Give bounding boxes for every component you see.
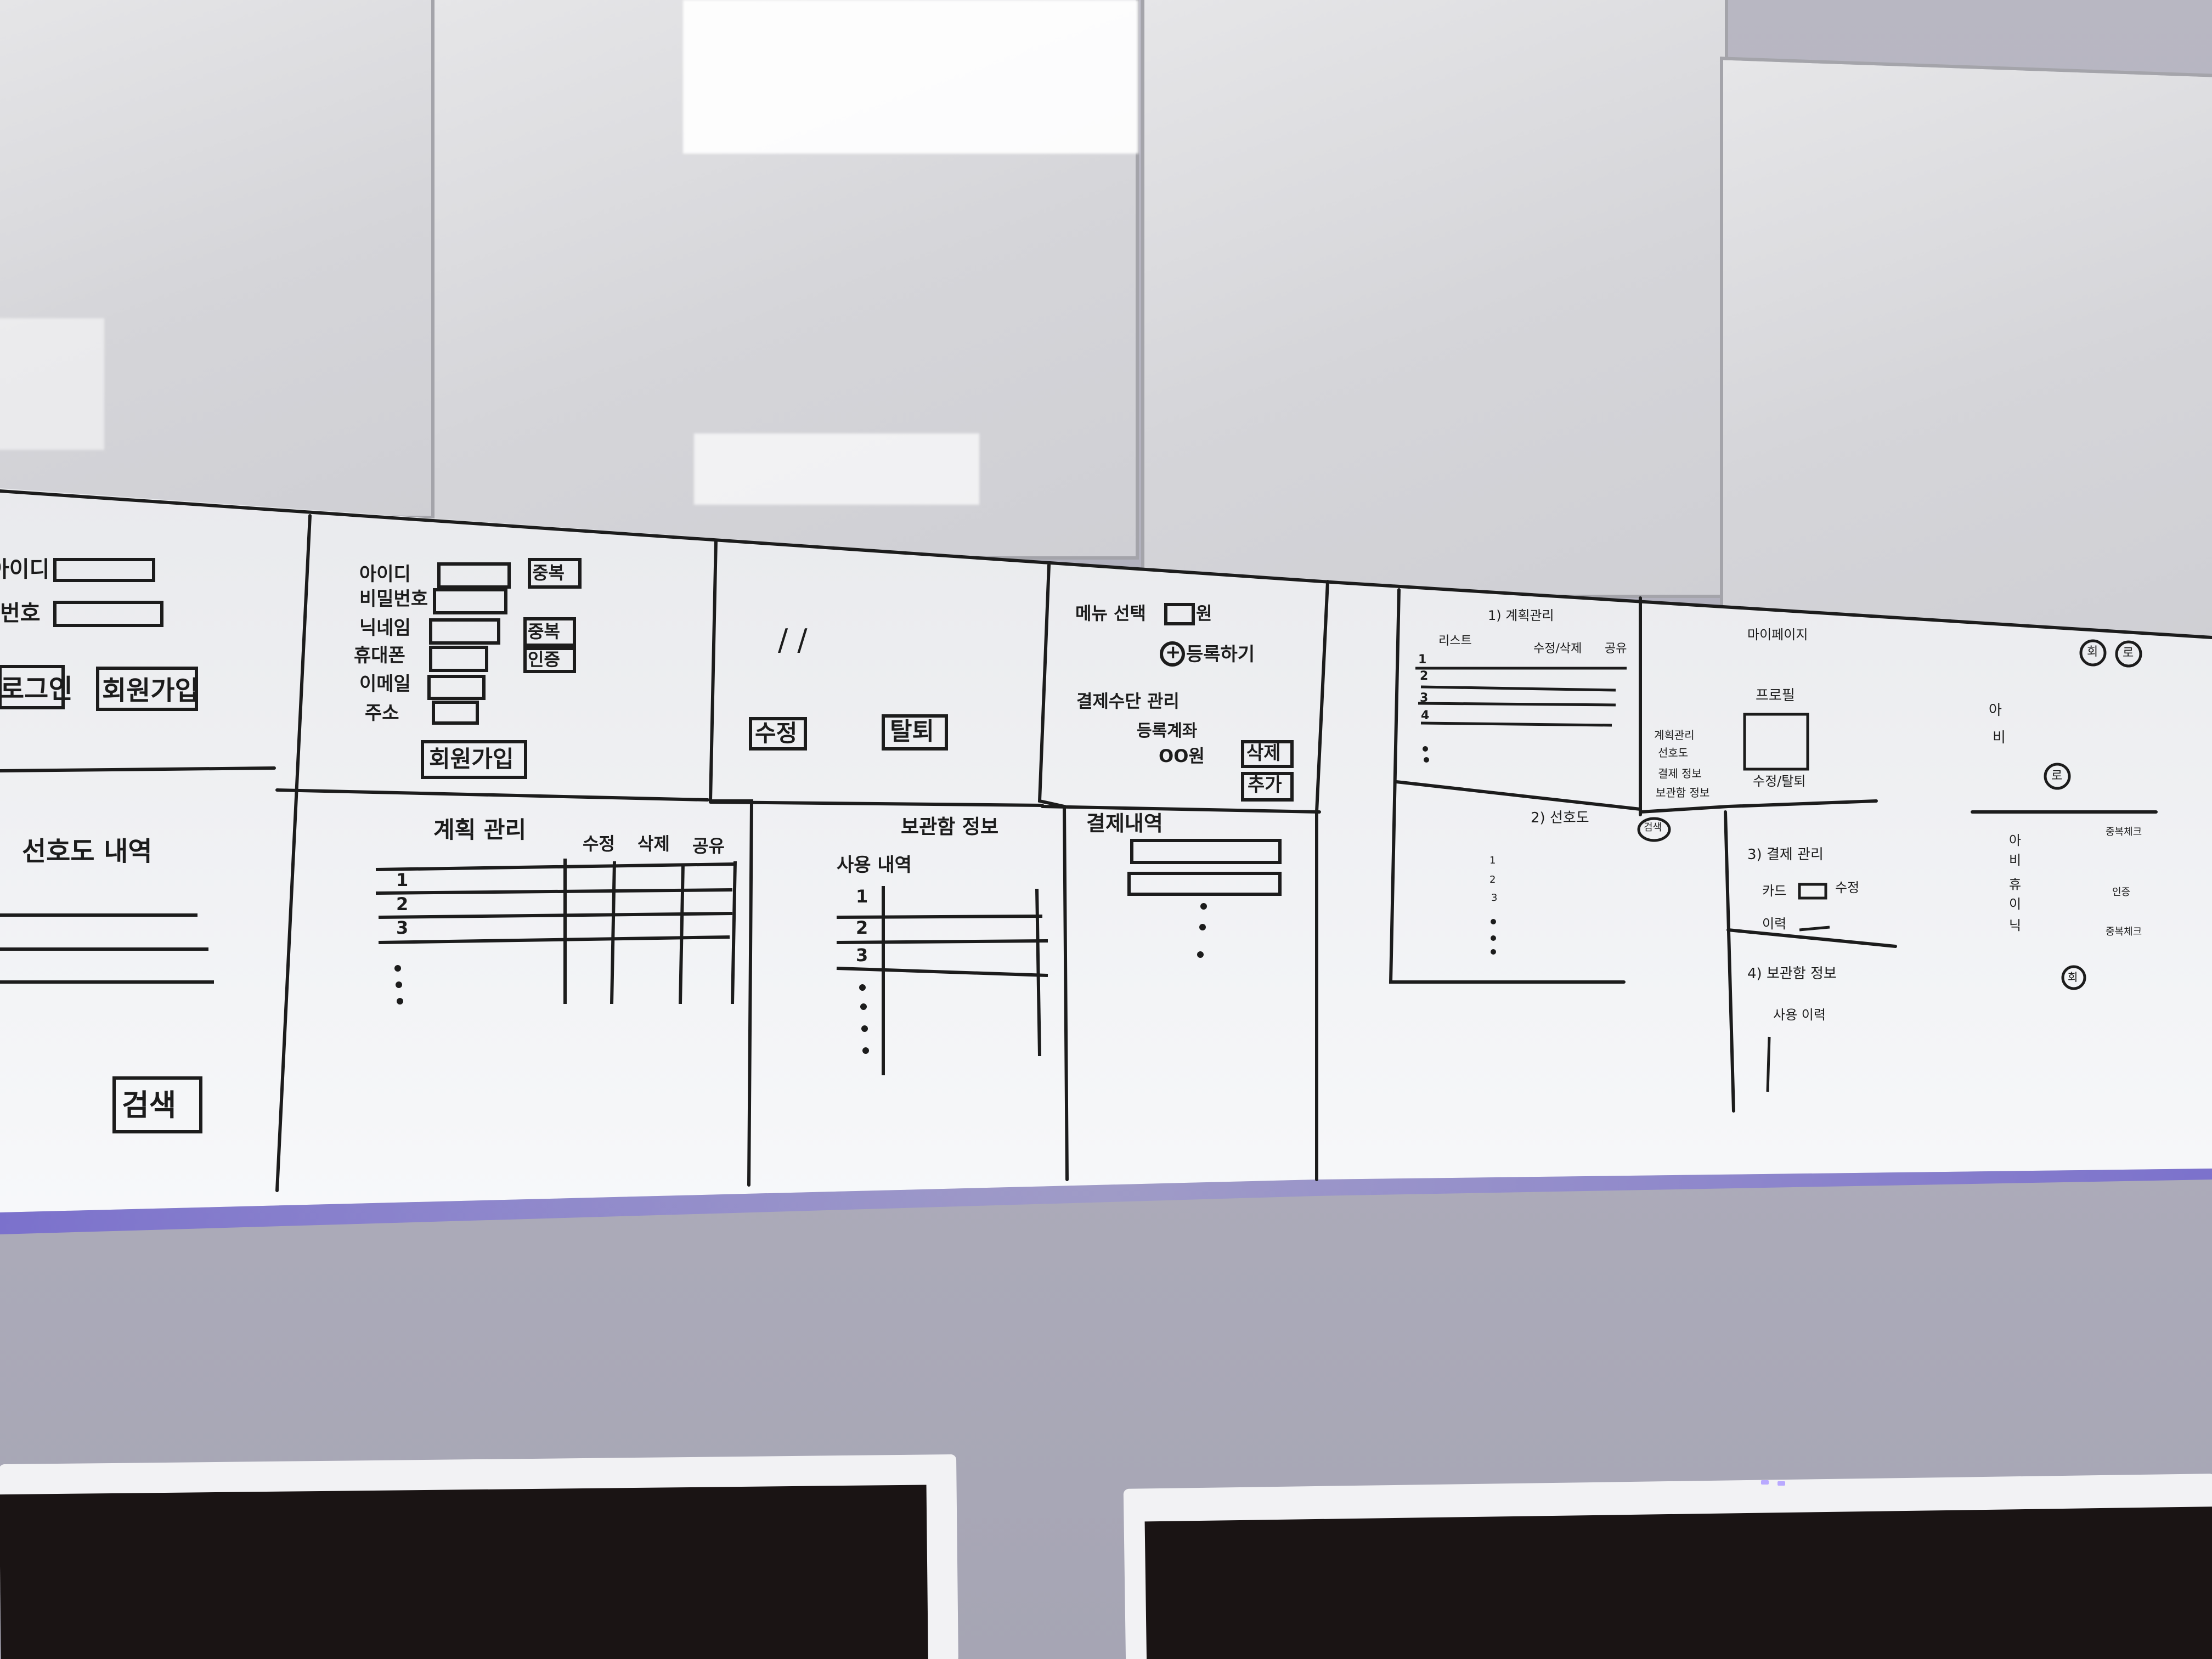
profile-menu-item: 보관함 정보 — [1656, 786, 1710, 799]
right-field-label: 아 — [1989, 702, 2002, 719]
light-reflection-1 — [683, 0, 1138, 154]
circle-mark: 로 — [2051, 769, 2063, 783]
right-field-label: 이 — [2009, 896, 2022, 912]
pref-row-number: 2 — [1489, 874, 1496, 885]
dup-check-button[interactable]: 중복 — [528, 621, 560, 642]
pref-search-badge[interactable]: 검색 — [1644, 822, 1662, 833]
profile-menu-item: 계획관리 — [1654, 729, 1695, 742]
list-label: 리스트 — [1438, 634, 1472, 648]
plus-icon[interactable]: + — [1165, 641, 1181, 663]
signup-field-label: 주소 — [365, 702, 399, 724]
mypage-label: 마이페이지 — [1747, 627, 1808, 642]
circle-mark: 회 — [2087, 645, 2098, 659]
storage-row-number: 1 — [856, 886, 868, 907]
plan-row-number: 3 — [396, 917, 409, 938]
signup-field-label: 휴대폰 — [354, 645, 405, 667]
light-reflection-3 — [0, 318, 104, 450]
status-led — [1778, 1481, 1785, 1486]
pay-history-label: 이력 — [1762, 916, 1787, 932]
light-reflection-2 — [694, 433, 979, 505]
pref-row-number: 3 — [1491, 892, 1498, 904]
profile-menu-item: 결제 정보 — [1658, 767, 1702, 780]
withdraw-button[interactable]: 탈퇴 — [890, 718, 934, 746]
left-monitor — [0, 1454, 958, 1659]
circle-mark: 로 — [2123, 646, 2134, 660]
signup-field-label: 비밀번호 — [359, 588, 428, 610]
add-button[interactable]: 추가 — [1248, 774, 1282, 796]
list-row-number: 2 — [1420, 669, 1429, 683]
left-monitor-screen — [0, 1485, 928, 1659]
plan-row-number: 1 — [396, 870, 409, 890]
plan-col-header: 공유 — [692, 836, 725, 856]
plan-col-header: 삭제 — [637, 833, 670, 854]
list-cols-label: 수정/삭제 — [1533, 642, 1582, 656]
login-pw-label: 번호 — [0, 601, 41, 626]
right-monitor — [1123, 1474, 2212, 1659]
dup-check-note: 중복체크 — [2106, 926, 2142, 938]
delete-button[interactable]: 삭제 — [1246, 742, 1281, 764]
pref-section-title: 2) 선호도 — [1531, 810, 1589, 826]
signup-submit-button[interactable]: 회원가입 — [429, 746, 514, 772]
list-row-number: 4 — [1421, 709, 1430, 723]
blank-slashes: / / — [778, 623, 808, 657]
payment-manage-title: 결제수단 관리 — [1076, 691, 1180, 712]
right-field-label: 휴 — [2009, 877, 2022, 892]
payment-card-line: 등록계좌 — [1137, 721, 1198, 741]
signup-field-label: 아이디 — [359, 563, 411, 585]
plan-manage-title: 계획 관리 — [433, 816, 527, 843]
search-button[interactable]: 검색 — [122, 1088, 177, 1122]
storage-info-title: 보관함 정보 — [901, 816, 999, 838]
signup-field-label: 닉네임 — [359, 617, 411, 639]
profile-edit-withdraw[interactable]: 수정/탈퇴 — [1753, 774, 1806, 789]
preference-history-title: 선호도 내역 — [22, 836, 153, 867]
verify-button[interactable]: 인증 — [528, 649, 560, 670]
dup-check-button[interactable]: 중복 — [532, 562, 565, 583]
login-button[interactable]: 로그인 — [0, 674, 73, 704]
profile-label: 프로필 — [1756, 687, 1795, 704]
verify-note: 인증 — [2112, 887, 2131, 898]
pay-section-title: 3) 결제 관리 — [1747, 847, 1824, 863]
storage-row-number: 3 — [856, 945, 868, 966]
profile-menu-item: 선호도 — [1658, 746, 1689, 759]
list-row-number: 1 — [1418, 653, 1427, 667]
pref-row-number: 1 — [1489, 855, 1496, 866]
circle-label: 원 — [1196, 603, 1212, 624]
signup-field-label: 이메일 — [359, 673, 411, 695]
edit-button[interactable]: 수정 — [755, 720, 798, 747]
menu-select-label: 메뉴 선택 — [1075, 603, 1146, 624]
right-field-label: 비 — [1993, 730, 2006, 746]
status-led — [1761, 1480, 1769, 1485]
plan-row-number: 2 — [396, 894, 409, 915]
upper-panel-3 — [1141, 0, 1728, 598]
storage-usage-history: 사용 이력 — [1773, 1007, 1826, 1023]
card-edit-button[interactable]: 수정 — [1835, 880, 1860, 895]
list-extra-label: 공유 — [1605, 642, 1627, 656]
plan-col-header: 수정 — [583, 833, 615, 854]
payment-amount-line: OO원 — [1159, 746, 1205, 766]
card-label: 카드 — [1762, 883, 1787, 899]
right-field-label: 닉 — [2009, 918, 2022, 933]
right-monitor-screen — [1144, 1506, 2212, 1659]
payment-history-title: 결제내역 — [1086, 811, 1163, 836]
right-field-label: 아 — [2009, 833, 2022, 848]
right-field-label: 비 — [2009, 853, 2022, 868]
storage-usage-label: 사용 내역 — [837, 854, 912, 876]
storage-section-title: 4) 보관함 정보 — [1747, 966, 1837, 982]
signup-button[interactable]: 회원가입 — [102, 675, 199, 706]
login-id-label: 아이디 — [0, 557, 50, 582]
storage-row-number: 2 — [856, 917, 868, 938]
list-row-number: 3 — [1420, 691, 1429, 705]
register-button[interactable]: 등록하기 — [1186, 644, 1255, 665]
plan-section-title: 1) 계획관리 — [1488, 608, 1554, 623]
circle-mark: 회 — [2068, 970, 2078, 984]
dup-check-note: 중복체크 — [2106, 826, 2142, 838]
